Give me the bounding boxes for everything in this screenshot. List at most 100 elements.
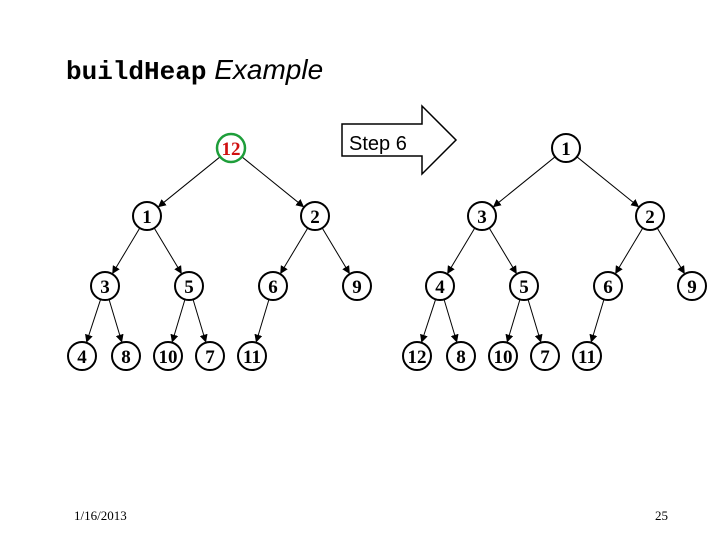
after-node: 1 bbox=[551, 133, 581, 163]
before-node-circle bbox=[67, 341, 97, 371]
before-node-value: 4 bbox=[77, 347, 87, 368]
step-arrow: Step 6 bbox=[341, 104, 458, 176]
after-node-value: 3 bbox=[477, 207, 487, 228]
after-node: 6 bbox=[593, 271, 623, 301]
after-node-value: 10 bbox=[494, 347, 513, 368]
before-edge bbox=[153, 227, 182, 274]
after-node-circle bbox=[402, 341, 432, 371]
after-edge bbox=[447, 227, 476, 274]
before-node: 7 bbox=[195, 341, 225, 371]
before-edge bbox=[321, 227, 350, 274]
after-node-circle bbox=[467, 201, 497, 231]
footer-date: 1/16/2013 bbox=[74, 508, 127, 523]
before-node-circle bbox=[111, 341, 141, 371]
before-node-value: 8 bbox=[121, 347, 131, 368]
before-node: 3 bbox=[90, 271, 120, 301]
before-node-circle bbox=[300, 201, 330, 231]
after-edge bbox=[443, 299, 459, 343]
after-node: 11 bbox=[572, 341, 602, 371]
before-node-value: 12 bbox=[222, 139, 241, 160]
before-node-value: 6 bbox=[268, 277, 278, 298]
after-edge bbox=[589, 299, 605, 343]
before-node-value: 9 bbox=[352, 277, 362, 298]
after-edge bbox=[576, 156, 640, 208]
after-node-value: 5 bbox=[519, 277, 529, 298]
before-node-circle bbox=[153, 341, 183, 371]
after-node: 9 bbox=[677, 271, 707, 301]
after-edge bbox=[615, 227, 644, 274]
after-node: 3 bbox=[467, 201, 497, 231]
slide-title: buildHeap Example bbox=[66, 54, 323, 87]
after-node: 8 bbox=[446, 341, 476, 371]
before-node-circle bbox=[195, 341, 225, 371]
after-edge bbox=[527, 299, 543, 343]
before-node-circle bbox=[90, 271, 120, 301]
after-node-value: 6 bbox=[603, 277, 613, 298]
step-label: Step 6 bbox=[349, 133, 407, 155]
after-node-circle bbox=[572, 341, 602, 371]
step-arrow-shape bbox=[341, 104, 458, 176]
after-edge bbox=[492, 156, 556, 208]
before-node: 11 bbox=[237, 341, 267, 371]
before-edge bbox=[112, 227, 141, 274]
after-node-circle bbox=[509, 271, 539, 301]
before-edge bbox=[157, 156, 221, 208]
before-node-circle bbox=[132, 201, 162, 231]
before-node-circle bbox=[258, 271, 288, 301]
after-node-value: 11 bbox=[578, 347, 596, 368]
after-node: 12 bbox=[402, 341, 432, 371]
title-code: buildHeap bbox=[66, 57, 207, 87]
before-node-value: 7 bbox=[205, 347, 215, 368]
after-edge bbox=[420, 299, 437, 343]
after-node-circle bbox=[635, 201, 665, 231]
before-edge bbox=[170, 299, 186, 343]
after-node-circle bbox=[446, 341, 476, 371]
before-node: 5 bbox=[174, 271, 204, 301]
before-node: 9 bbox=[342, 271, 372, 301]
before-node: 2 bbox=[300, 201, 330, 231]
after-edge bbox=[656, 227, 685, 274]
after-node-circle bbox=[551, 133, 581, 163]
after-node-value: 9 bbox=[687, 277, 697, 298]
after-edge bbox=[488, 227, 517, 274]
before-node: 8 bbox=[111, 341, 141, 371]
before-node-circle bbox=[215, 132, 247, 164]
before-edge bbox=[241, 156, 305, 208]
before-node: 4 bbox=[67, 341, 97, 371]
after-node: 10 bbox=[488, 341, 518, 371]
before-node-value: 10 bbox=[159, 347, 178, 368]
tree-after: 1 3 2 4 5 6 9 12 8 10 7 11 bbox=[402, 133, 707, 371]
after-node-value: 8 bbox=[456, 347, 466, 368]
after-node-value: 2 bbox=[645, 207, 655, 228]
after-node: 4 bbox=[425, 271, 455, 301]
before-node-value: 5 bbox=[184, 277, 194, 298]
after-node-value: 1 bbox=[561, 139, 571, 160]
after-node-circle bbox=[593, 271, 623, 301]
before-edge bbox=[85, 299, 102, 343]
after-node-value: 12 bbox=[408, 347, 427, 368]
after-node-circle bbox=[677, 271, 707, 301]
before-node-value: 1 bbox=[142, 207, 152, 228]
before-node-circle bbox=[174, 271, 204, 301]
after-node-circle bbox=[488, 341, 518, 371]
before-node-circle bbox=[342, 271, 372, 301]
before-edge bbox=[108, 299, 124, 343]
before-node: 6 bbox=[258, 271, 288, 301]
before-node-circle bbox=[237, 341, 267, 371]
after-node: 7 bbox=[530, 341, 560, 371]
before-node-value: 2 bbox=[310, 207, 320, 228]
after-node-value: 4 bbox=[435, 277, 445, 298]
page-number: 25 bbox=[655, 508, 668, 523]
before-node: 12 bbox=[215, 132, 247, 164]
before-node-value: 11 bbox=[243, 347, 261, 368]
before-edge bbox=[254, 299, 270, 343]
after-node-circle bbox=[425, 271, 455, 301]
title-word: Example bbox=[206, 54, 324, 85]
before-edge bbox=[280, 227, 309, 274]
after-node-circle bbox=[530, 341, 560, 371]
after-edge bbox=[505, 299, 521, 343]
before-node: 10 bbox=[153, 341, 183, 371]
before-node-value: 3 bbox=[100, 277, 110, 298]
